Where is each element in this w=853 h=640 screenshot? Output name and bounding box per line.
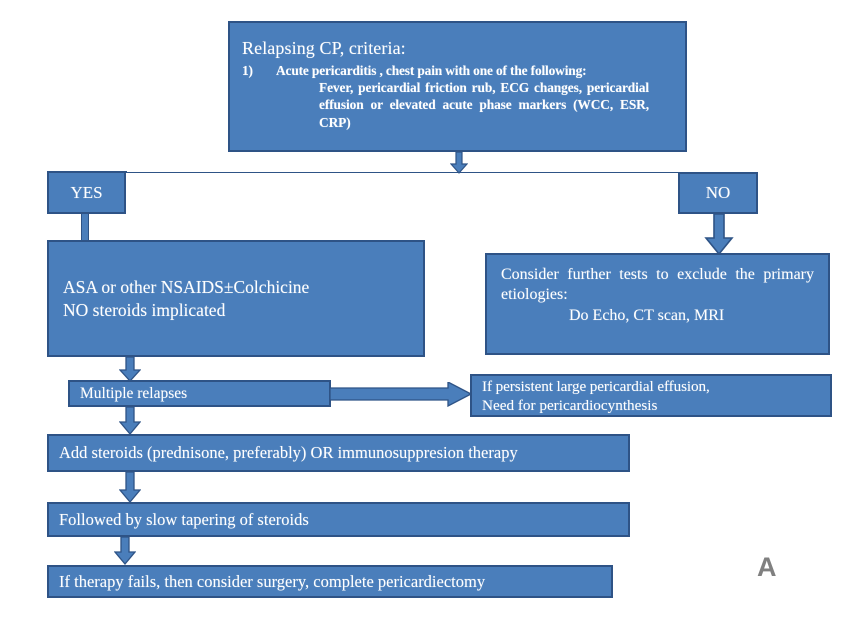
node-no: NO	[678, 172, 758, 214]
node-yes: YES	[47, 171, 126, 214]
node-relapsing-cp-criteria: Relapsing CP, criteria: 1) Acute pericar…	[228, 21, 687, 152]
edge-relapses-to-add-steroids	[119, 407, 141, 435]
edge-branch-split-tick-left	[126, 171, 127, 173]
node-consider-further-tests: Consider further tests to exclude the pr…	[485, 253, 830, 355]
node-surgery-label: If therapy fails, then consider surgery,…	[59, 571, 486, 591]
node-multiple-relapses: Multiple relapses	[68, 380, 331, 407]
node-asa-nsaids: ASA or other NSAIDS±Colchicine NO steroi…	[47, 240, 425, 357]
node-slow-tapering: Followed by slow tapering of steroids	[47, 502, 630, 537]
criteria-item-1: 1) Acute pericarditis , chest pain with …	[242, 62, 673, 79]
criteria-item-detail: Fever, pericardial friction rub, ECG cha…	[319, 80, 649, 130]
edge-add-steroids-to-taper	[119, 472, 141, 503]
edge-criteria-to-split	[450, 152, 468, 174]
edge-no-to-tests	[704, 214, 734, 255]
node-persistent-effusion: If persistent large pericardial effusion…	[470, 374, 832, 417]
node-tests-line1: Consider further tests to exclude the pr…	[501, 266, 814, 304]
node-asa-line2: NO steroids implicated	[63, 299, 226, 320]
node-yes-label: YES	[70, 182, 103, 202]
criteria-title: Relapsing CP, criteria:	[242, 38, 406, 58]
panel-label: A	[757, 552, 777, 582]
node-asa-line1: ASA or other NSAIDS±Colchicine	[63, 277, 310, 298]
node-consider-surgery: If therapy fails, then consider surgery,…	[47, 565, 613, 598]
edge-yes-to-asa	[81, 214, 89, 240]
edge-taper-to-surgery	[114, 537, 136, 565]
edge-branch-split-line	[126, 172, 678, 173]
node-effusion-line1: If persistent large pericardial effusion…	[482, 378, 710, 395]
criteria-item-number: 1)	[242, 63, 253, 79]
edge-relapses-to-effusion	[330, 382, 472, 407]
node-taper-label: Followed by slow tapering of steroids	[59, 509, 309, 529]
node-tests-line2: Do Echo, CT scan, MRI	[569, 306, 725, 324]
node-no-label: NO	[705, 183, 731, 203]
edge-asa-to-relapses	[119, 357, 141, 382]
node-add-steroids: Add steroids (prednisone, preferably) OR…	[47, 434, 630, 472]
node-add-steroids-label: Add steroids (prednisone, preferably) OR…	[59, 443, 518, 463]
node-effusion-line2: Need for pericardiocynthesis	[482, 397, 658, 415]
criteria-item-text: Acute pericarditis , chest pain with one…	[276, 63, 587, 79]
node-relapses-label: Multiple relapses	[80, 384, 188, 402]
